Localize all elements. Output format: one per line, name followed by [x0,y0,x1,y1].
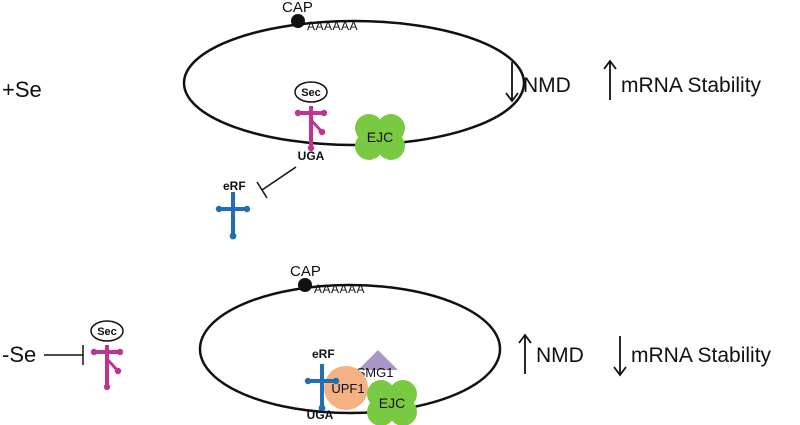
smg1-shape [358,350,398,370]
upf1-shape [324,366,368,410]
mrna-circle-top [182,19,526,147]
condition-minus-se-label: -Se [2,342,36,367]
sec-bubble-bottom [90,320,124,342]
nmd-label-bottom: NMD [536,344,584,367]
uga-codon-label-top: UGA [298,149,325,163]
cap-dot-bottom [298,278,312,292]
bottom-panel: -Se Sec CAP AAAAAA SMG1 UPF1 eRF UGA EJC… [2,263,772,425]
upf1-label: UPF1 [331,381,364,396]
inhibition-line-top [261,166,297,191]
mrna-circle-bottom [198,283,502,415]
cap-label-top: CAP [282,0,313,16]
ejc-label-top: EJC [367,129,393,145]
polya-label-top: AAAAAA [307,19,358,33]
smg1-label: SMG1 [357,365,394,380]
stability-label-bottom: mRNA Stability [631,344,772,367]
sec-label-bottom: Sec [97,326,117,338]
sec-bubble-top [294,81,328,103]
inhibition-bar-top [256,181,268,199]
cap-label-bottom: CAP [290,263,321,280]
erf-label-top: eRF [223,179,246,193]
ejc-label-bottom: EJC [379,395,405,411]
sec-label-top: Sec [301,87,321,99]
stability-label-top: mRNA Stability [621,74,762,97]
erf-label-bottom: eRF [312,347,335,361]
sec-trna-bottom [88,343,126,393]
erf-factor-top [213,190,253,242]
uga-codon-label-bottom: UGA [307,408,334,422]
polya-label-bottom: AAAAAA [314,282,365,296]
condition-plus-se-label: +Se [2,77,42,102]
top-panel: +Se CAP AAAAAA Sec UGA EJC eRF NMD mRNA … [2,0,762,242]
cap-dot-top [291,14,305,28]
nmd-label-top: NMD [523,74,571,97]
